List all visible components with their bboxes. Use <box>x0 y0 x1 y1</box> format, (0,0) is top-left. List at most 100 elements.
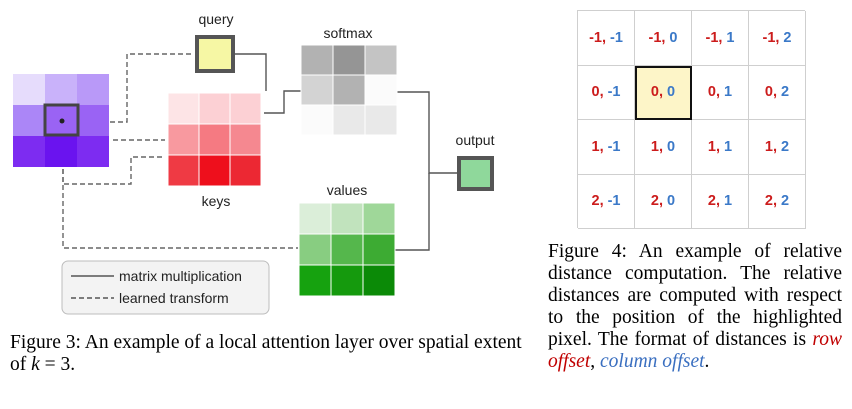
values-label: values <box>327 182 367 198</box>
distance-cell: 2,1 <box>692 174 749 229</box>
row-offset-value: 0, <box>707 84 720 101</box>
distance-cell: -1,-1 <box>578 11 635 66</box>
column-offset-value: 1 <box>726 29 735 46</box>
distance-cell: 0,1 <box>692 65 749 120</box>
column-offset-value: 2 <box>781 193 790 210</box>
distance-cell: -1,1 <box>692 11 749 66</box>
row-offset-value: -1, <box>762 29 780 46</box>
column-offset-value: -1 <box>607 84 621 101</box>
local-attention-diagram: query keys softmax values output matrix … <box>13 11 495 315</box>
values-grid-cell <box>298 202 332 235</box>
column-offset-value: 1 <box>724 138 733 155</box>
input-grid-cell <box>13 74 45 105</box>
input-center-highlight <box>43 103 80 137</box>
keys-grid-cell <box>167 154 200 187</box>
row-offset-value: 1, <box>650 138 663 155</box>
row-offset-value: 1, <box>591 138 604 155</box>
keys-label: keys <box>202 193 231 209</box>
distance-cell: 1,1 <box>692 120 749 175</box>
keys-grid-cell <box>198 92 231 125</box>
distance-cell: 0,-1 <box>578 65 635 120</box>
keys-grid-cell <box>198 123 231 156</box>
input-grid-cell <box>45 74 77 105</box>
distance-cell: 1,0 <box>635 120 692 175</box>
input-grid-cell <box>77 136 109 167</box>
solid-connectors <box>233 53 458 251</box>
softmax-grid-cell <box>300 44 334 76</box>
distance-cell: -1,0 <box>635 11 692 66</box>
values-grid-cell <box>362 233 396 266</box>
distance-cell: 2,-1 <box>578 174 635 229</box>
row-offset-value: 0, <box>764 84 777 101</box>
column-offset-value: -1 <box>607 138 621 155</box>
caption-period: . <box>704 351 710 372</box>
input-pixel-grid <box>13 74 109 167</box>
column-offset-value: 1 <box>724 84 733 101</box>
softmax-grid-cell <box>364 74 398 106</box>
legend-dashed-label: learned transform <box>119 290 229 306</box>
softmax-grid-cell <box>364 44 398 76</box>
output-label: output <box>456 132 495 148</box>
row-offset-value: 2, <box>707 193 720 210</box>
values-grid-cell <box>362 202 396 235</box>
input-grid-cell <box>77 74 109 105</box>
softmax-grid <box>300 44 398 136</box>
softmax-grid-cell <box>300 74 334 106</box>
input-grid-cell <box>13 105 45 136</box>
row-offset-value: 2, <box>650 193 663 210</box>
output-box <box>457 156 494 191</box>
values-grid <box>298 202 396 297</box>
values-grid-cell <box>362 264 396 297</box>
solid-softmax-to-output <box>396 91 458 174</box>
figure-4-caption-text: Figure 4: An example of relative distanc… <box>548 241 842 350</box>
column-offset-value: 0 <box>667 84 676 101</box>
caption-comma: , <box>590 351 600 372</box>
values-grid-cell <box>298 264 332 297</box>
row-offset-value: 2, <box>764 193 777 210</box>
figure-3-caption-text: Figure 3: An example of a local attentio… <box>10 332 522 375</box>
solid-query-to-softmax <box>233 53 267 91</box>
keys-grid-cell <box>229 92 262 125</box>
input-grid-cell <box>13 136 45 167</box>
column-offset-value: 0 <box>667 193 676 210</box>
query-label: query <box>198 11 233 27</box>
keys-grid-cell <box>167 92 200 125</box>
values-grid-cell <box>298 233 332 266</box>
keys-grid-cell <box>229 154 262 187</box>
distance-cell: 0,2 <box>749 65 806 120</box>
keys-grid-cell <box>198 154 231 187</box>
input-grid-cell <box>77 105 109 136</box>
softmax-grid-cell <box>332 74 366 106</box>
distance-cell: -1,2 <box>749 11 806 66</box>
column-offset-value: -1 <box>607 193 621 210</box>
row-offset-value: -1, <box>589 29 606 46</box>
column-offset-value: -1 <box>610 29 623 46</box>
row-offset-value: -1, <box>648 29 666 46</box>
distance-cell: 1,-1 <box>578 120 635 175</box>
solid-values-to-output <box>394 173 430 251</box>
values-grid-cell <box>330 233 364 266</box>
row-offset-value: 1, <box>764 138 777 155</box>
dashed-line-to-values <box>62 169 298 249</box>
solid-keys-to-softmax <box>264 90 301 114</box>
query-box <box>195 35 235 73</box>
column-offset-value: 2 <box>783 29 792 46</box>
input-grid-cell <box>45 136 77 167</box>
distance-cell: 2,2 <box>749 174 806 229</box>
keys-grid-cell <box>167 123 200 156</box>
softmax-grid-cell <box>332 104 366 136</box>
softmax-label: softmax <box>323 25 372 41</box>
values-grid-cell <box>330 264 364 297</box>
column-offset-value: 0 <box>669 29 678 46</box>
figure-3-caption-suffix: = 3. <box>39 354 76 375</box>
distance-cell: 1,2 <box>749 120 806 175</box>
values-grid-cell <box>330 202 364 235</box>
column-offset-label: column offset <box>600 351 705 372</box>
figure-4-caption: Figure 4: An example of relative distanc… <box>548 241 842 373</box>
distance-cell: 0,0 <box>635 65 692 120</box>
keys-grid-cell <box>229 123 262 156</box>
figure-3-caption-variable: k <box>31 354 40 375</box>
input-center-dot <box>59 118 65 124</box>
column-offset-value: 2 <box>781 84 790 101</box>
row-offset-value: 2, <box>591 193 604 210</box>
